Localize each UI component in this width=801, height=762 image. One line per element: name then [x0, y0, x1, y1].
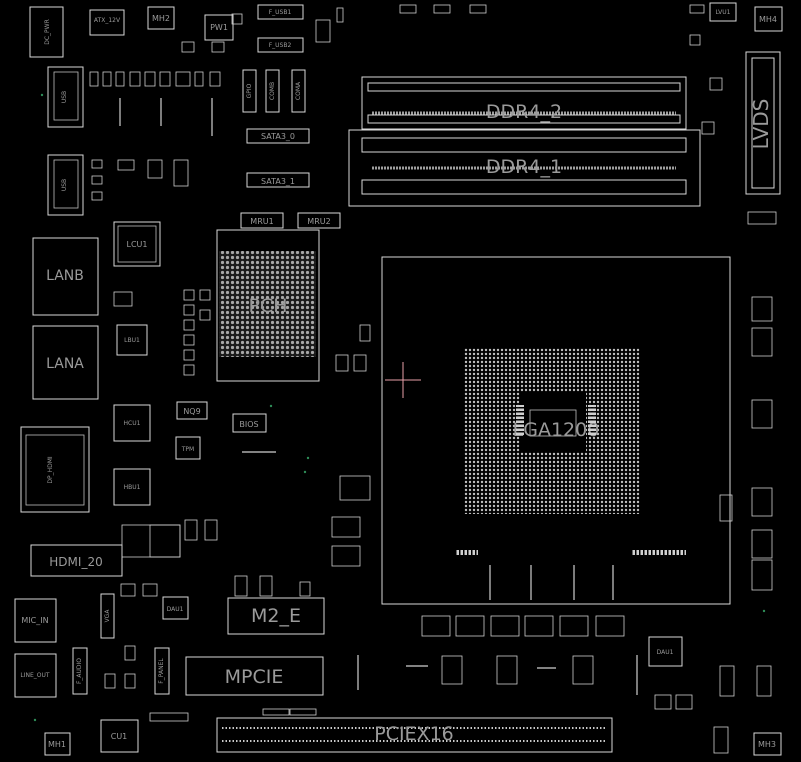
sata3-1-label: SATA3_1 — [261, 177, 295, 186]
pw1-label: PW1 — [210, 23, 228, 32]
usb-stack-top[interactable]: USB — [47, 66, 84, 128]
nq9-label: NQ9 — [183, 407, 200, 416]
mh3-label: MH3 — [758, 740, 776, 749]
lana-port[interactable]: LANA — [32, 325, 99, 400]
hcu1-chip[interactable]: HCU1 — [113, 404, 151, 442]
pch-chip[interactable]: PCH — [216, 229, 320, 382]
atx-12v-label: ATX_12V — [94, 17, 121, 24]
mpcie-slot[interactable]: MPCIE — [185, 656, 324, 696]
bios-chip[interactable]: BIOS — [232, 413, 267, 433]
dau1-right-label: DAU1 — [657, 649, 674, 656]
cursor-crosshair — [385, 362, 421, 398]
ddr4-1-label: DDR4_1 — [486, 156, 562, 178]
f-usb2-header[interactable]: F_USB2 — [257, 37, 304, 53]
lvds-connector[interactable]: LVDS — [745, 51, 781, 195]
mru2-chip[interactable]: MRU2 — [297, 212, 341, 229]
mh1-label: MH1 — [48, 740, 66, 749]
small-components — [89, 4, 777, 754]
dc-pwr-label: DC_PWR — [44, 19, 51, 45]
mru1-chip[interactable]: MRU1 — [240, 212, 284, 229]
hdmi20-port[interactable]: HDMI_20 — [30, 544, 123, 577]
f-audio-label: F_AUDIO — [76, 658, 83, 684]
ddr4-2-slot[interactable]: DDR4_2 — [361, 76, 687, 130]
mic-in-jack[interactable]: MIC_IN — [14, 598, 57, 643]
pad-rows — [456, 405, 686, 555]
lcu1-chip[interactable]: LCU1 — [113, 221, 161, 267]
dp-hdmi-label: DP_HDMI — [47, 456, 54, 484]
lanb-label: LANB — [46, 268, 84, 284]
f-usb1-header[interactable]: F_USB1 — [257, 4, 304, 20]
pciex16-slot[interactable]: PCIEX16 — [216, 717, 613, 753]
usb-stack-bottom[interactable]: USB — [47, 154, 84, 216]
pch-label: PCH — [248, 295, 287, 317]
vga-header[interactable]: VGA — [100, 593, 115, 639]
mh4-label: MH4 — [759, 15, 777, 24]
mounting-hole-mh2: MH2 — [147, 6, 175, 30]
f-audio-header[interactable]: F_AUDIO — [72, 647, 88, 695]
sata3-0-port[interactable]: SATA3_0 — [246, 128, 310, 144]
atx-12v-connector[interactable]: ATX_12V — [89, 9, 125, 36]
f-panel-label: F_PANEL — [158, 658, 165, 684]
hdmi20-label: HDMI_20 — [49, 555, 102, 569]
lbu1-chip[interactable]: LBU1 — [116, 324, 148, 356]
ddr4-1-slot[interactable]: DDR4_1 — [348, 129, 701, 207]
lanb-port[interactable]: LANB — [32, 237, 99, 316]
pw1-chip[interactable]: PW1 — [204, 14, 234, 41]
cu1-chip[interactable]: CU1 — [100, 719, 139, 753]
trace-lines — [119, 98, 638, 695]
via-dots — [33, 93, 766, 722]
lbu1-label: LBU1 — [124, 337, 140, 344]
pciex16-label: PCIEX16 — [374, 723, 454, 745]
nq9-chip[interactable]: NQ9 — [176, 401, 208, 420]
mru2-label: MRU2 — [307, 217, 330, 226]
coma-label: COMA — [295, 81, 302, 100]
sata3-1-port[interactable]: SATA3_1 — [246, 172, 310, 188]
mh2-label: MH2 — [152, 14, 170, 23]
cu1-label: CU1 — [111, 732, 128, 741]
coma-header[interactable]: COMA — [291, 69, 306, 113]
mounting-hole-mh4: MH4 — [754, 6, 783, 32]
mic-in-label: MIC_IN — [21, 616, 48, 625]
f-usb1-label: F_USB1 — [269, 9, 292, 16]
gpio-header[interactable]: GPIO — [242, 69, 257, 113]
lga1200-label: LGA1200 — [513, 419, 600, 441]
cpu-socket-lga1200[interactable]: LGA1200 — [381, 256, 731, 605]
lcu1-label: LCU1 — [127, 240, 148, 249]
hbu1-label: HBU1 — [124, 484, 141, 491]
dau1-chip-left[interactable]: DAU1 — [162, 596, 189, 620]
dau1-left-label: DAU1 — [167, 606, 184, 613]
f-panel-header[interactable]: F_PANEL — [154, 647, 170, 695]
dc-power-jack[interactable]: DC_PWR — [29, 6, 64, 58]
lana-label: LANA — [46, 356, 84, 372]
ddr4-2-label: DDR4_2 — [486, 101, 562, 123]
usb-stack-bottom-label: USB — [61, 179, 68, 191]
sata3-0-label: SATA3_0 — [261, 132, 295, 141]
gpio-label: GPIO — [246, 83, 253, 98]
vga-label: VGA — [104, 609, 111, 623]
lvds-label: LVDS — [749, 99, 773, 150]
mounting-hole-mh1: MH1 — [44, 732, 71, 756]
comb-header[interactable]: COMB — [265, 69, 280, 113]
lvu1-label: LVU1 — [716, 9, 731, 16]
lvu1-chip[interactable]: LVU1 — [709, 2, 737, 22]
mru1-label: MRU1 — [250, 217, 273, 226]
line-out-label: LINE_OUT — [20, 672, 50, 679]
dau1-chip-right[interactable]: DAU1 — [648, 636, 683, 667]
usb-stack-top-label: USB — [61, 91, 68, 103]
tpm-label: TPM — [181, 446, 194, 453]
m2-e-slot[interactable]: M2_E — [227, 597, 325, 635]
comb-label: COMB — [269, 82, 276, 100]
line-out-jack[interactable]: LINE_OUT — [14, 653, 57, 698]
mpcie-label: MPCIE — [225, 666, 284, 688]
tpm-chip[interactable]: TPM — [175, 436, 201, 460]
dp-hdmi-port[interactable]: DP_HDMI — [20, 426, 90, 513]
hbu1-chip[interactable]: HBU1 — [113, 468, 151, 506]
hcu1-label: HCU1 — [124, 420, 141, 427]
f-usb2-label: F_USB2 — [269, 42, 292, 49]
mounting-hole-mh3: MH3 — [753, 732, 782, 756]
bios-label: BIOS — [239, 420, 258, 429]
m2-e-label: M2_E — [251, 605, 301, 627]
